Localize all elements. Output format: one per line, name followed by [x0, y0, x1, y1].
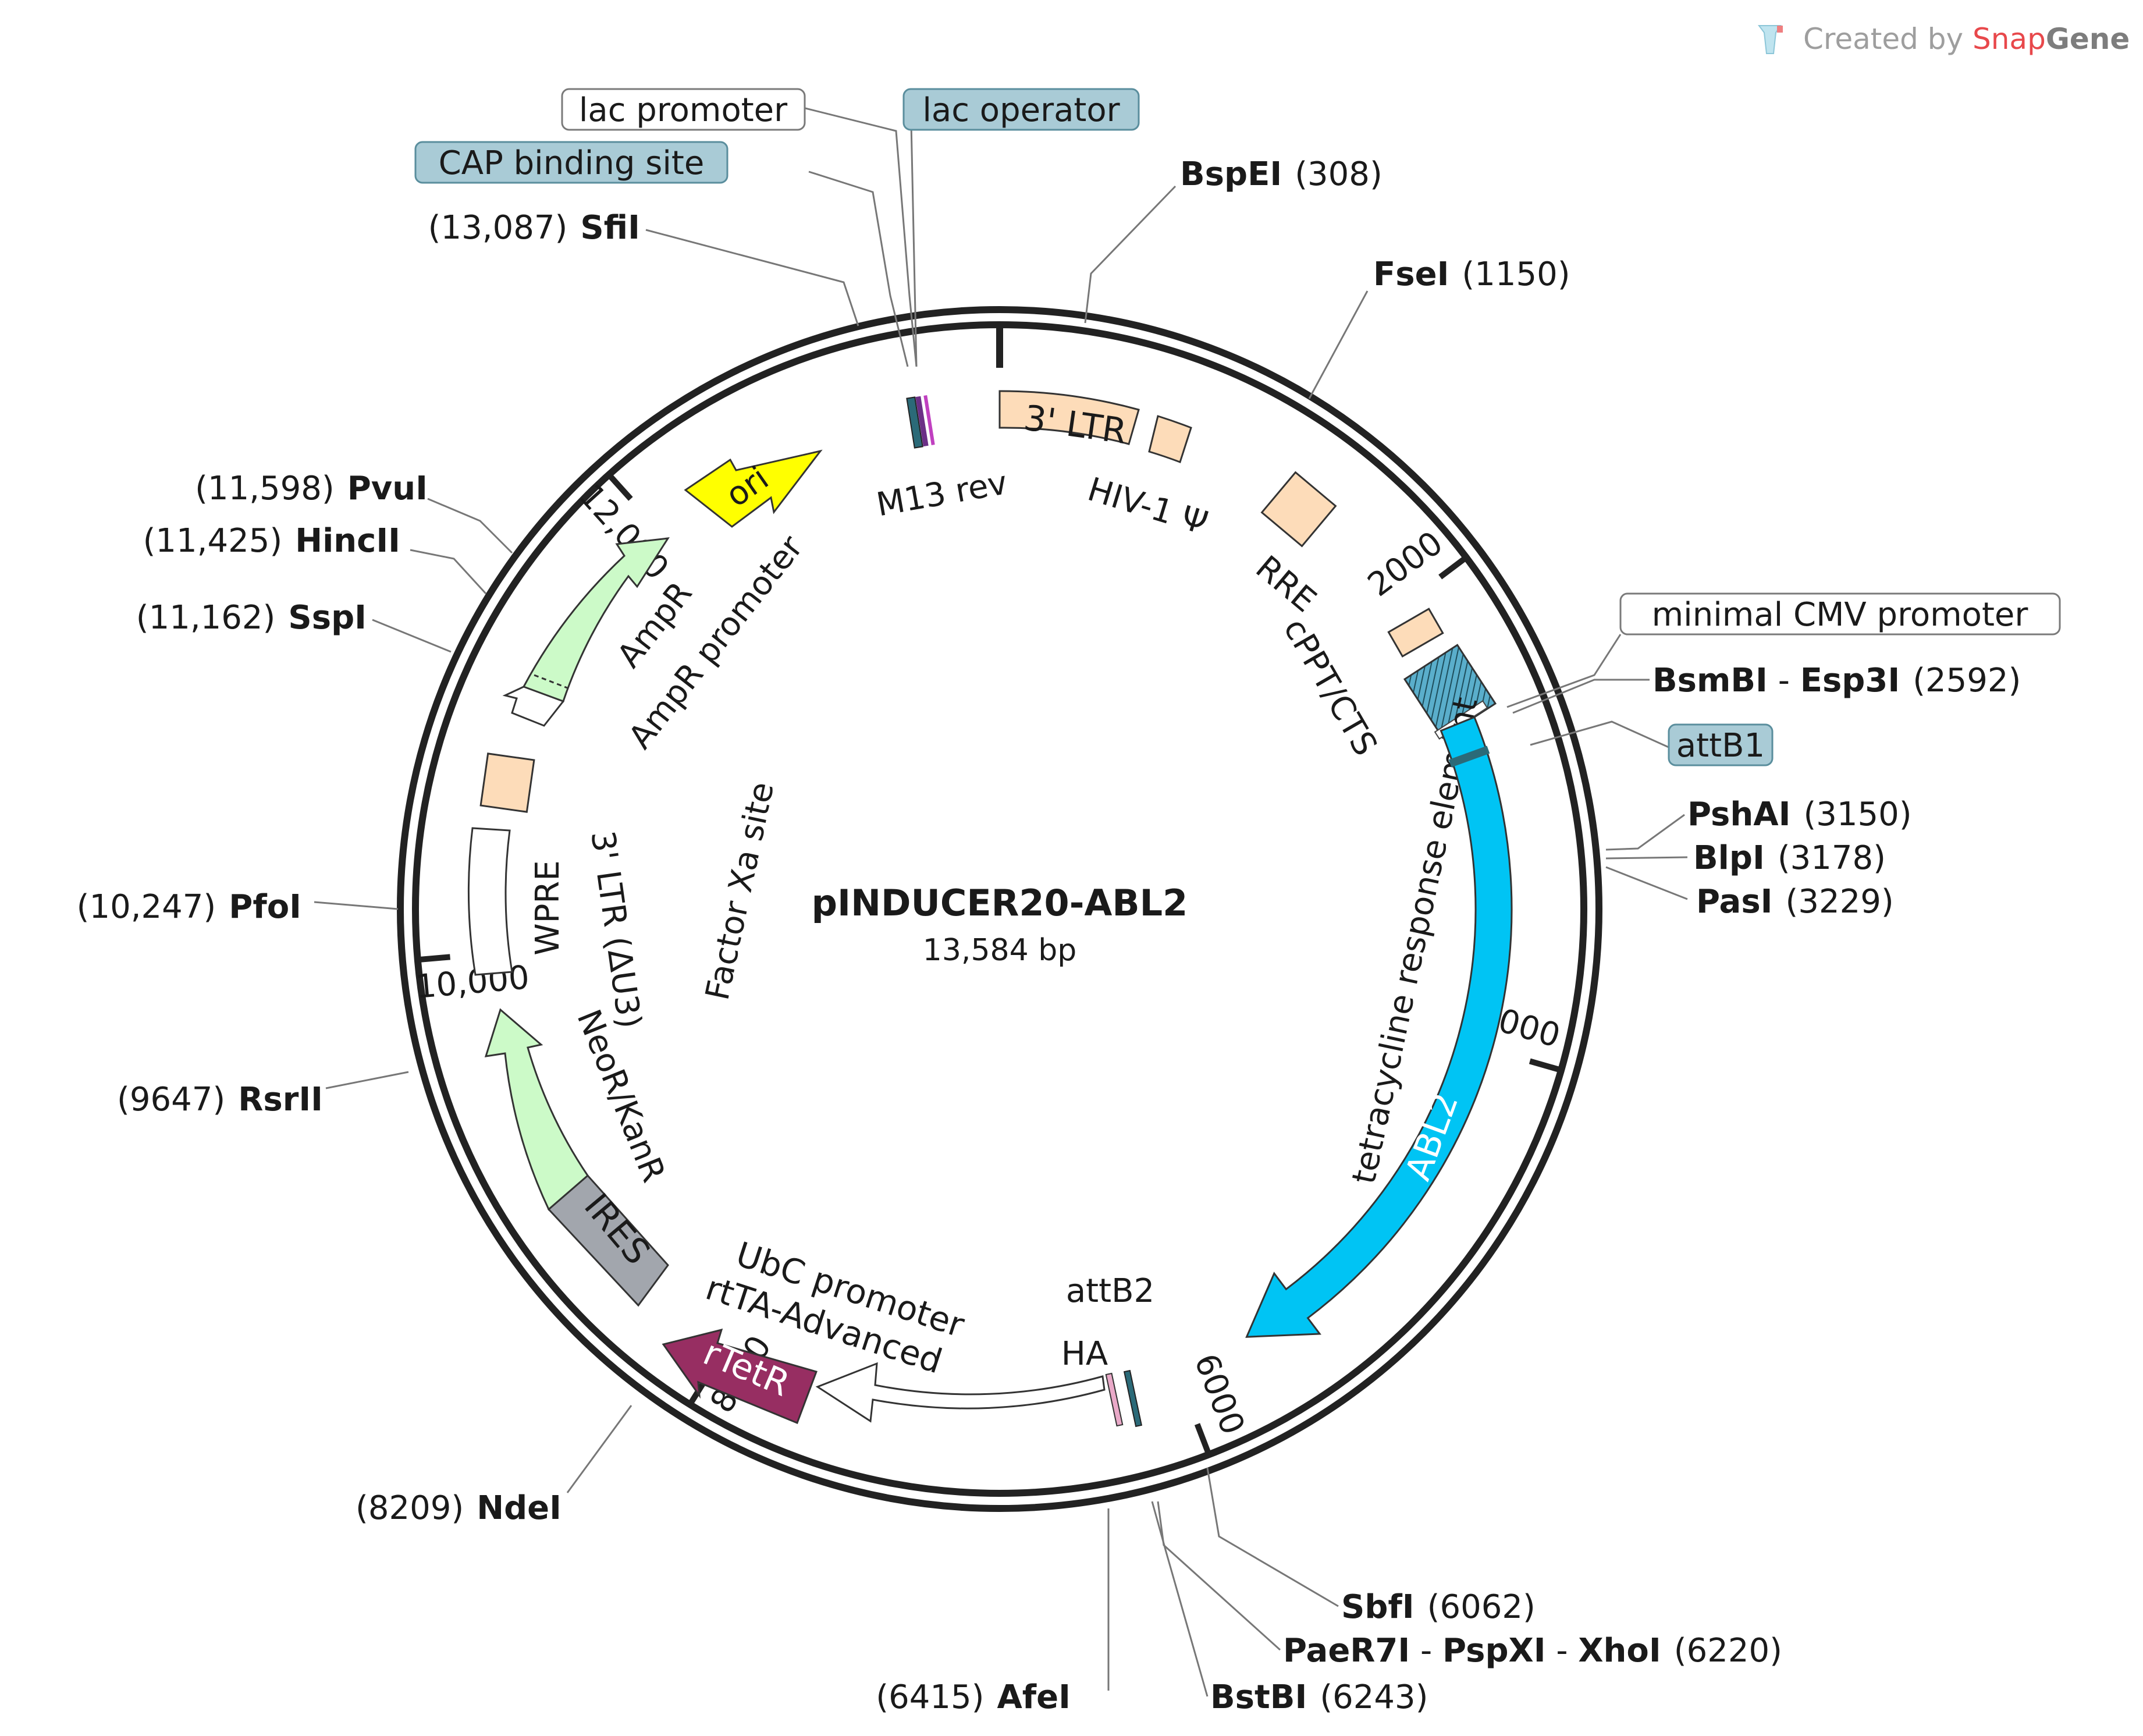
enzyme-paer7i-pspxi-xhoi: PaeR7I - PspXI - XhoI(6220)	[1283, 1632, 1782, 1670]
snapgene-watermark: Created by SnapGene	[1758, 22, 2130, 56]
enzyme-bsmbi-esp3i: BsmBI - Esp3I(2592)	[1652, 662, 2021, 700]
feature-wpre	[467, 827, 513, 976]
label-attb2: attB2	[1066, 1272, 1154, 1310]
tick-12000	[606, 473, 633, 501]
label-3-ltr-du3: 3' LTR (ΔU3)	[583, 829, 648, 1031]
enzyme-pshai: PshAI(3150)	[1687, 796, 1912, 833]
feature-ltr-left-box	[479, 752, 535, 813]
box-attb1: attB1	[1668, 723, 1774, 766]
label-neor-kanr: NeoR/KanR	[569, 1004, 672, 1187]
attb2-ha-stripes	[1105, 1369, 1143, 1428]
enzyme-rsrii: (9647)RsrII	[117, 1081, 323, 1119]
label-factor-xa-site: Factor Xa site	[699, 779, 782, 1003]
svg-text:lac operator: lac operator	[922, 91, 1120, 129]
label-cppt-cts: cPPT/CTS	[1276, 612, 1384, 762]
lac-region-stripes	[906, 395, 935, 449]
tick-label-10000: 10,000	[414, 958, 531, 1006]
enzyme-blpi: BlpI(3178)	[1693, 839, 1886, 877]
enzyme-leaders	[314, 185, 1688, 1697]
svg-text:minimal CMV promoter: minimal CMV promoter	[1652, 596, 2029, 634]
label-wpre: WPRE	[529, 860, 567, 955]
ltr-small-box	[1148, 415, 1192, 463]
enzyme-hincii: (11,425)HincII	[143, 522, 400, 560]
enzyme-ndei: (8209)NdeI	[356, 1489, 561, 1527]
box-lac-promoter: lac promoter	[561, 88, 806, 131]
svg-text:attB1: attB1	[1676, 727, 1765, 765]
label-hiv-psi: HIV-1 Ψ	[1083, 470, 1212, 542]
tick-6000	[1194, 1423, 1212, 1456]
watermark-text: Created by SnapGene	[1803, 22, 2130, 56]
feature-ires: IRES	[547, 1174, 669, 1307]
plasmid-name: pINDUCER20-ABL2	[812, 882, 1188, 924]
feature-ampr-arrow	[522, 537, 670, 702]
box-minimal-cmv-promoter: minimal CMV promoter	[1619, 592, 2061, 636]
enzyme-fsei: FseI(1150)	[1373, 255, 1570, 293]
tick-2000	[1438, 555, 1468, 580]
enzyme-pvui: (11,598)PvuI	[195, 470, 428, 507]
enzyme-labels: BspEI(308) FseI(1150) BsmBI - Esp3I(2592…	[77, 155, 2021, 1716]
snapgene-logo-icon	[1758, 25, 1783, 54]
tick-label-2000: 2000	[1361, 524, 1450, 605]
tick-4000	[1529, 1058, 1562, 1073]
label-rre: RRE	[1249, 549, 1324, 620]
plasmid-size: 13,584 bp	[923, 933, 1077, 968]
feature-rtta-advanced-arrow	[815, 1362, 1106, 1423]
box-cap-binding-site: CAP binding site	[414, 141, 728, 184]
box-lac-operator: lac operator	[902, 88, 1140, 131]
enzyme-pasi: PasI(3229)	[1696, 883, 1894, 921]
svg-text:CAP binding site: CAP binding site	[439, 144, 705, 182]
enzyme-afei: (6415)AfeI	[876, 1678, 1071, 1716]
label-m13-rev: M13 rev	[873, 464, 1010, 524]
plasmid-backbone	[397, 306, 1602, 1512]
enzyme-sfii: (13,087)SfiI	[428, 209, 640, 247]
feature-ori-arrow: ori	[684, 449, 823, 528]
feature-neor-kanr-arrow	[484, 1008, 589, 1211]
enzyme-bstbi: BstBI(6243)	[1210, 1678, 1428, 1716]
enzyme-sspi: (11,162)SspI	[136, 599, 367, 637]
enzyme-pfoi: (10,247)PfoI	[77, 888, 301, 926]
label-ha: HA	[1061, 1335, 1108, 1373]
feature-3-ltr: 3' LTR	[998, 390, 1192, 463]
svg-text:lac promoter: lac promoter	[579, 91, 788, 129]
tick-10000	[417, 954, 451, 963]
feature-rre: RRE	[1249, 471, 1337, 620]
boxed-label-leaders	[802, 106, 1671, 749]
enzyme-bspei: BspEI(308)	[1180, 155, 1383, 193]
enzyme-sbfi: SbfI(6062)	[1341, 1588, 1536, 1626]
